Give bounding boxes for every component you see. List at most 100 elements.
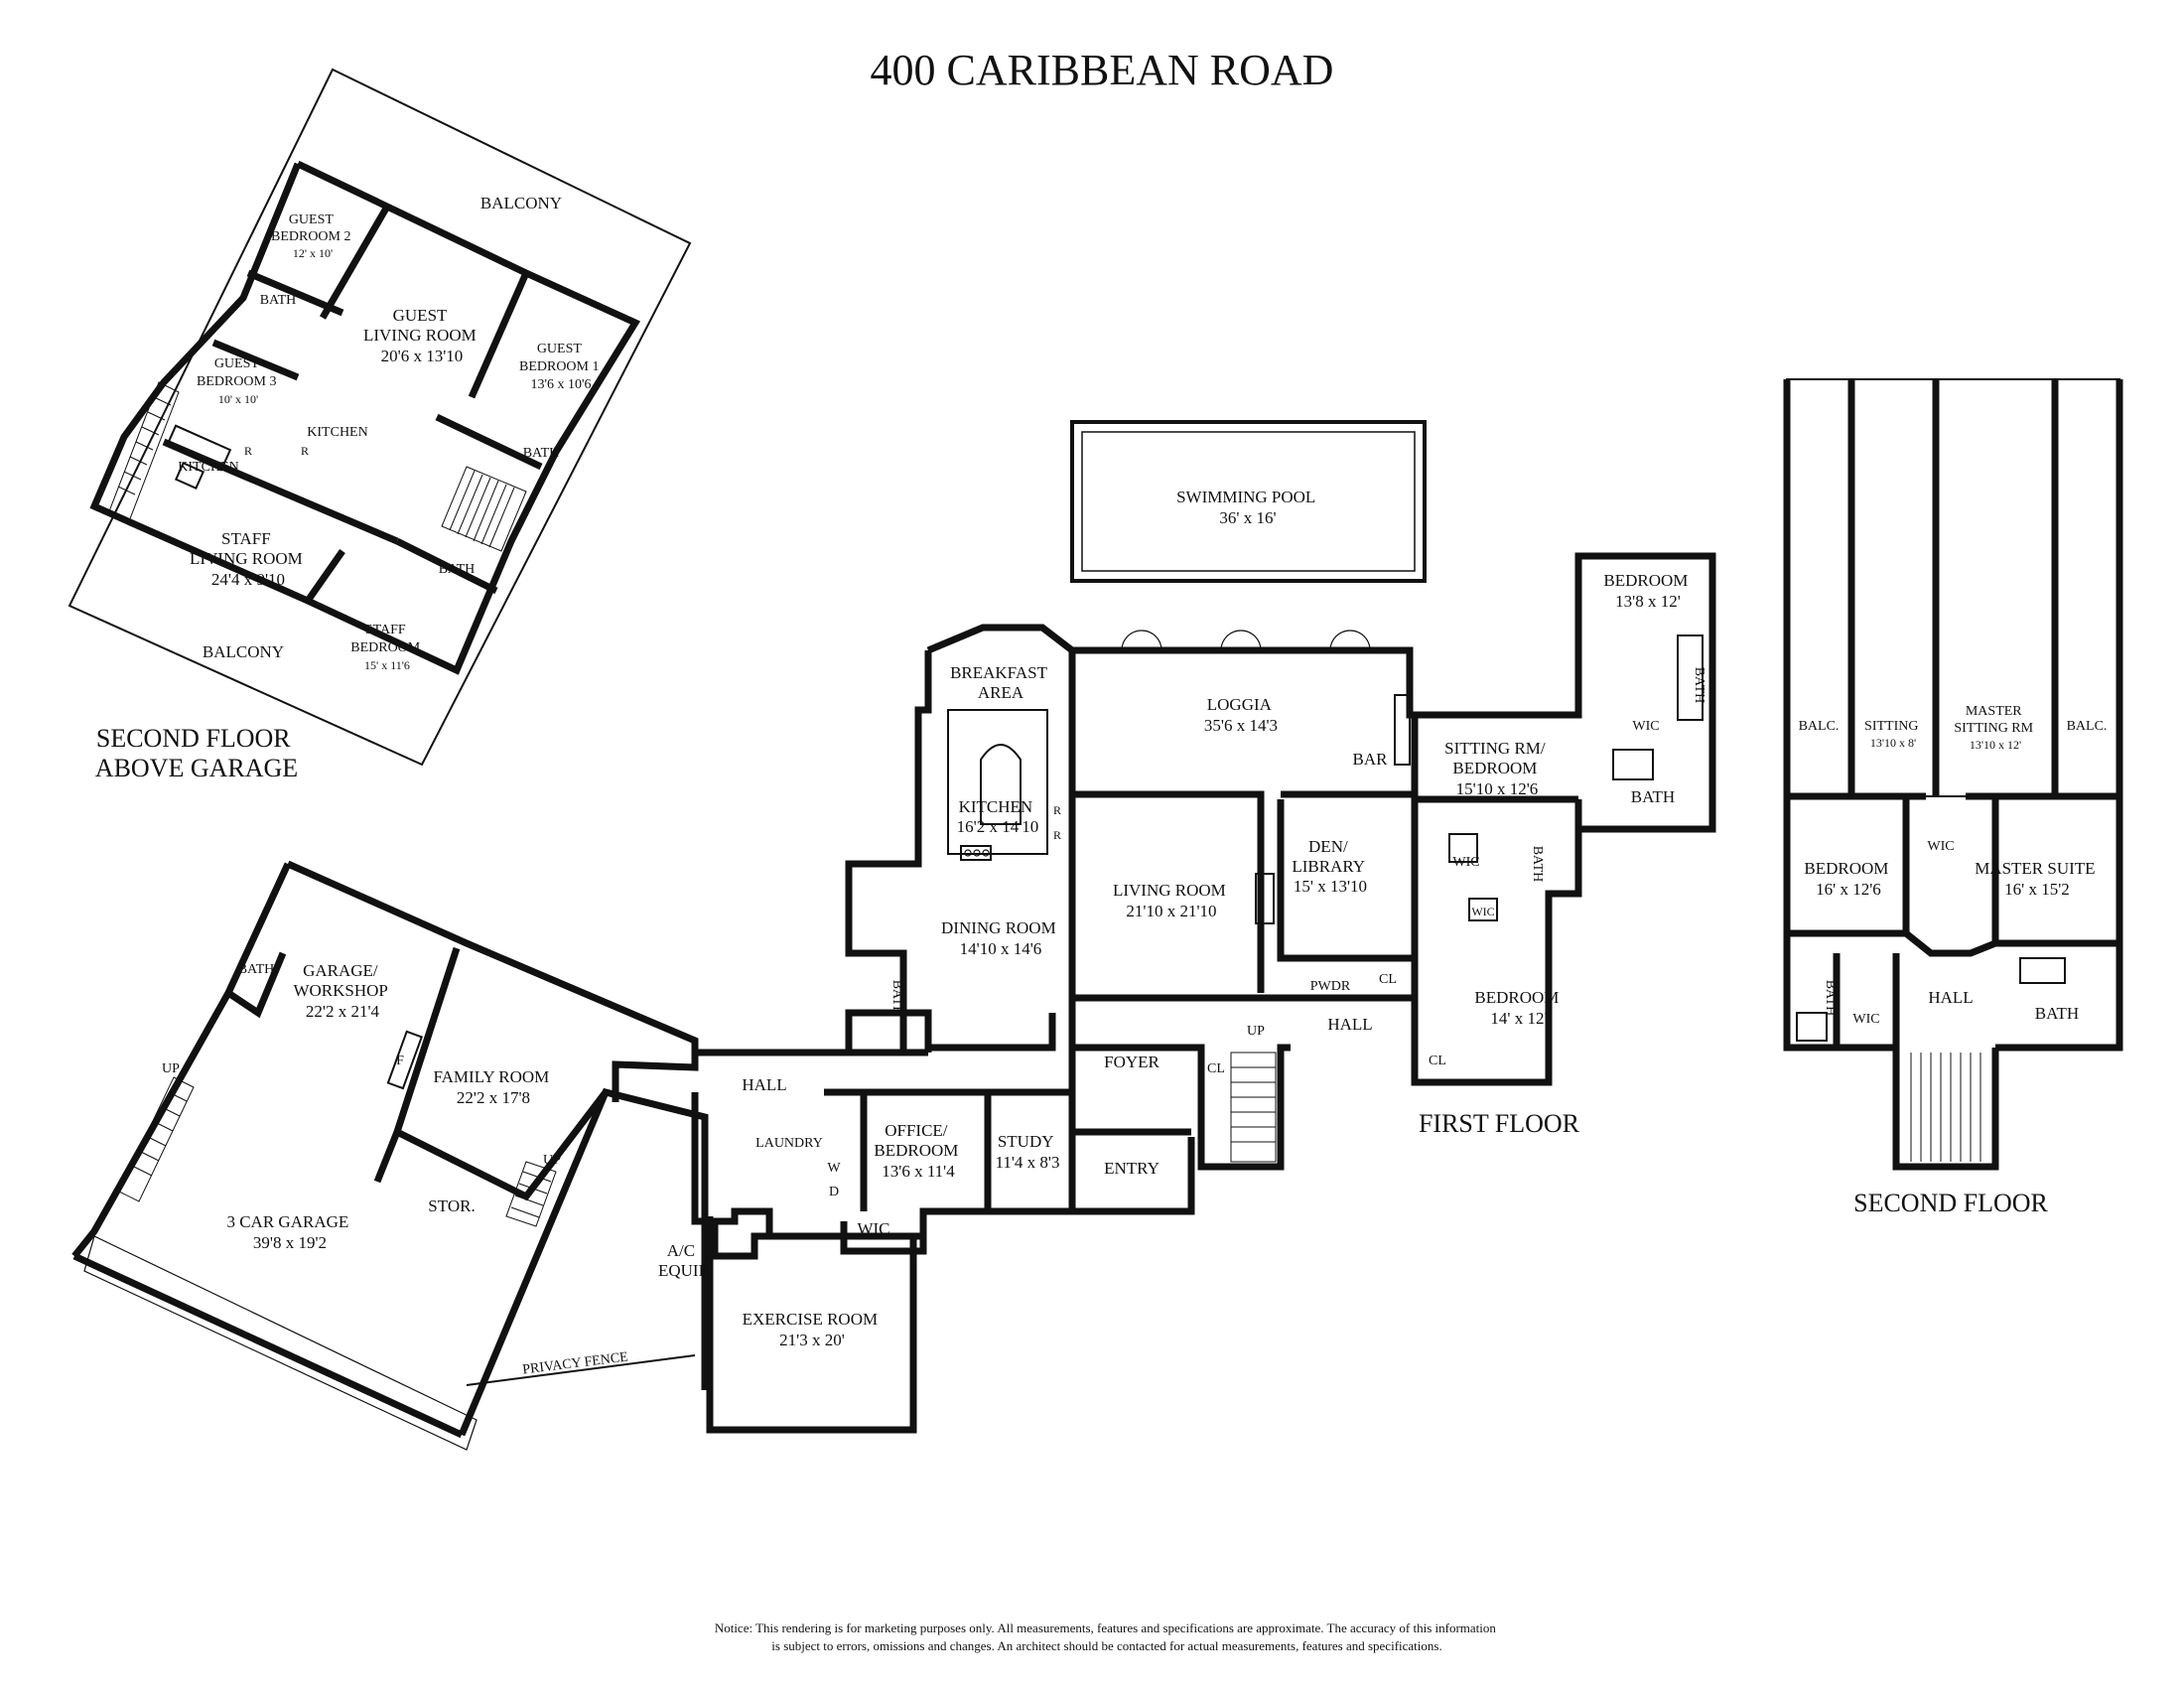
fridge-label: R <box>244 444 252 458</box>
first-floor-plan: SWIMMING POOL 36' x 16' <box>691 420 1716 1434</box>
page-title: 400 CARIBBEAN ROAD <box>871 46 1334 94</box>
garage-door <box>83 1235 478 1451</box>
dryer-label: D <box>829 1185 839 1199</box>
up-label: UP <box>1247 1024 1265 1039</box>
bedroom-label: BEDROOM 16' x 12'6 <box>1804 859 1892 899</box>
wic-closet <box>1468 898 1498 921</box>
washer-label: W <box>827 1161 841 1176</box>
garage-left-wall <box>71 862 292 1259</box>
wic-label: WIC <box>1852 1012 1879 1027</box>
garage-workshop-label: GARAGE/ WORKSHOP 22'2 x 21'4 <box>293 961 391 1021</box>
wic-label: WIC <box>857 1219 889 1238</box>
garage-stairs <box>118 1076 557 1227</box>
swimming-pool-inner <box>1081 431 1416 572</box>
bar-label: BAR <box>1353 750 1389 769</box>
fireplace-icon <box>386 1030 424 1090</box>
laundry-label: LAUNDRY <box>755 1136 823 1151</box>
second-floor-right-wall <box>1995 379 2123 1052</box>
fridge-label: R <box>301 444 309 458</box>
above-garage-stairs <box>108 381 527 552</box>
bath-label: BATH <box>1631 787 1675 806</box>
balcony-label: BALC. <box>2067 719 2108 734</box>
right-wing-walls <box>1411 715 1582 1086</box>
master-sitting-room-label: MASTER SITTING RM 13'10 x 12' <box>1954 704 2036 752</box>
wic-walls <box>840 1211 927 1255</box>
exercise-room-label: EXERCISE ROOM 21'3 x 20' <box>743 1310 883 1349</box>
exercise-room-walls <box>706 1216 917 1434</box>
entry-walls <box>1072 1137 1195 1215</box>
privacy-fence-label: PRIVACY FENCE <box>522 1350 629 1378</box>
up-label: UP <box>162 1061 180 1076</box>
wic-label: WIC <box>1471 905 1494 918</box>
staff-living-room-label: STAFF LIVING ROOM 24'4 x 9'10 <box>190 529 307 589</box>
bedroom-label: BEDROOM 14' x 12' <box>1474 988 1563 1028</box>
dining-bay <box>924 1013 1056 1052</box>
above-garage-outline <box>68 68 692 767</box>
wall <box>395 537 498 595</box>
office-bedroom-label: OFFICE/ BEDROOM 13'6 x 11'4 <box>874 1121 962 1181</box>
bath-label: BATH <box>1823 980 1838 1017</box>
stove-icon <box>174 461 205 491</box>
kitchen-label-staff: KITCHEN <box>178 460 238 475</box>
wall <box>246 269 344 317</box>
above-garage-plan: BALCONY BALCONY GUEST BEDROOM 2 12' x 10… <box>68 68 692 782</box>
bath-label: BATH <box>439 562 476 577</box>
wic-label: WIC <box>1632 719 1659 734</box>
kitchen-counter <box>165 424 232 472</box>
wall <box>305 548 345 604</box>
fridge-label: R <box>1053 828 1061 842</box>
family-room-walls <box>392 946 609 1201</box>
shower-icon <box>1796 1012 1828 1042</box>
family-room-label: FAMILY ROOM 22'2 x 17'8 <box>433 1067 553 1107</box>
above-garage-caption: SECOND FLOOR ABOVE GARAGE <box>95 724 298 782</box>
privacy-fence <box>466 1354 696 1386</box>
closet-label: CL <box>1207 1061 1225 1076</box>
living-room-label: LIVING ROOM 21'10 x 21'10 <box>1113 881 1230 920</box>
sitting-label: SITTING 13'10 x 8' <box>1864 719 1922 750</box>
living-den-wall <box>1072 790 1265 993</box>
kitchen-island <box>980 744 1022 825</box>
sitting-room-bedroom-label: SITTING RM/ BEDROOM 15'10 x 12'6 <box>1444 739 1550 798</box>
wall <box>162 438 399 545</box>
kitchen-label-guest: KITCHEN <box>307 425 367 440</box>
bar-counter <box>1394 694 1411 766</box>
garage-bath-label: BATH <box>238 962 275 977</box>
balcony-label: BALC. <box>1799 719 1840 734</box>
disclaimer-notice: Notice: This rendering is for marketing … <box>715 1620 1499 1653</box>
bath-walls <box>226 951 287 1019</box>
bath-label: BATH <box>523 446 560 461</box>
bathtub-icon <box>2019 957 2066 984</box>
second-floor-stairs <box>1892 1048 1999 1171</box>
bath-label: BATH <box>1692 667 1706 704</box>
bath-label: BATH <box>260 293 297 308</box>
hall-walls <box>1903 930 1997 957</box>
hall-label: HALL <box>1327 1015 1372 1034</box>
master-suite-label: MASTER SUITE 16' x 15'2 <box>1975 859 2100 899</box>
three-car-garage-label: 3 CAR GARAGE 39'8 x 19'2 <box>226 1212 352 1252</box>
garage-front-wall <box>72 1252 464 1439</box>
bath-label: BATH <box>2035 1004 2079 1023</box>
first-floor-caption: FIRST FLOOR <box>1419 1109 1580 1138</box>
range-icon <box>960 845 992 861</box>
den-library-label: DEN/ LIBRARY 15' x 13'10 <box>1292 837 1368 896</box>
swimming-pool-label: SWIMMING POOL 36' x 16' <box>1176 488 1319 527</box>
second-floor-left-wall <box>1783 379 1896 1052</box>
powder-room-label: PWDR <box>1310 979 1351 994</box>
guest-bedroom-3-label: GUEST BEDROOM 3 10' x 10' <box>197 356 280 406</box>
kitchen-counters <box>947 709 1048 855</box>
loggia-label: LOGGIA 35'6 x 14'3 <box>1204 695 1278 735</box>
bath-walls <box>845 1009 932 1053</box>
closet-label: CL <box>1429 1054 1446 1068</box>
second-floor-caption: SECOND FLOOR <box>1853 1189 2048 1217</box>
wic-closet <box>1448 833 1478 863</box>
wic-label: WIC <box>1452 855 1479 870</box>
swimming-pool-outline <box>1070 420 1427 583</box>
loggia-doors <box>1121 630 1371 651</box>
guest-bedroom-1-label: GUEST BEDROOM 1 13'6 x 10'6 <box>519 342 603 392</box>
fireplace-icon <box>1255 873 1275 924</box>
wall <box>435 413 543 471</box>
entry-label: ENTRY <box>1104 1159 1160 1178</box>
up-label: UP <box>543 1153 561 1168</box>
fireplace-label: F <box>396 1054 404 1068</box>
